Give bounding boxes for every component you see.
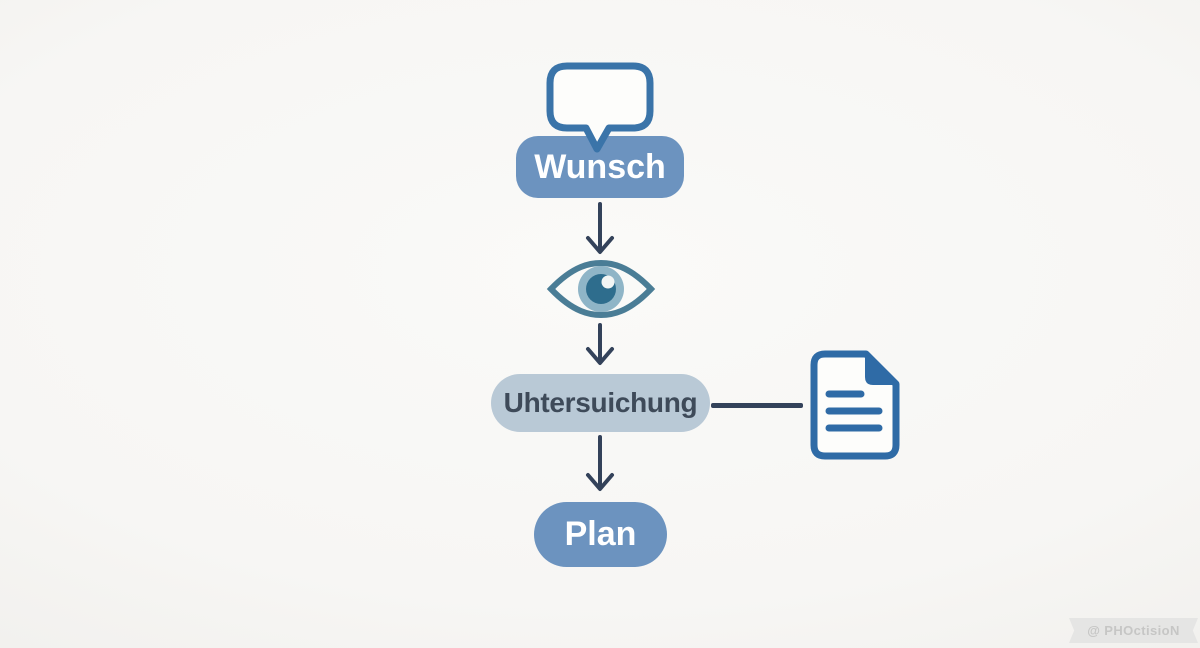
node-untersuchung: Uhtersuichung (491, 374, 710, 432)
node-plan: Plan (534, 502, 667, 567)
node-untersuchung-label: Uhtersuichung (503, 387, 698, 418)
speech-bubble-icon (546, 62, 654, 153)
arrow-down-icon (586, 435, 614, 491)
document-icon (810, 350, 900, 460)
watermark-badge: @ PHOctisioN (1069, 618, 1198, 643)
eye-icon (546, 259, 656, 319)
connector-line (711, 403, 803, 408)
watermark-text: @ PHOctisioN (1087, 623, 1180, 638)
arrow-down-icon (586, 323, 614, 365)
arrow-down-icon (586, 202, 614, 254)
node-plan-label: Plan (564, 515, 637, 553)
node-wunsch-label: Wunsch (534, 147, 666, 186)
